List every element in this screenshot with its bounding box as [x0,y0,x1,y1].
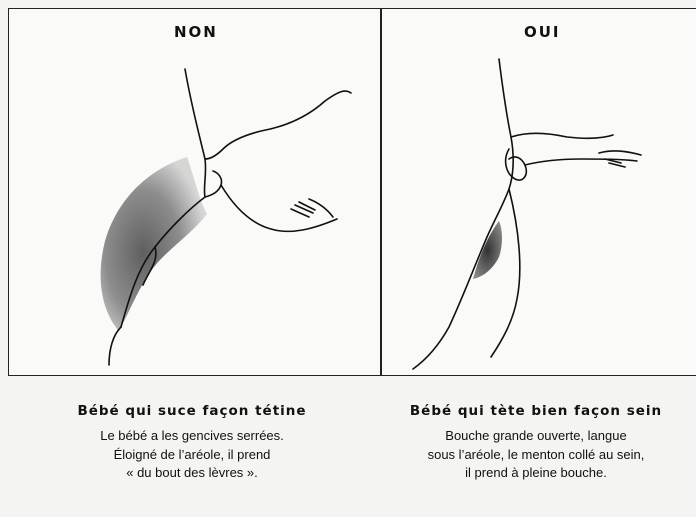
caption-line: il prend à pleine bouche. [376,464,696,483]
caption-incorrect: Bébé qui suce façon tétine Le bébé a les… [20,403,364,483]
caption-body-incorrect: Le bébé a les gencives serrées. Éloigné … [20,427,364,483]
breast-shading-right [473,221,502,279]
breastfeeding-drawings [9,9,696,377]
caption-line: Éloigné de l’aréole, il prend [20,446,364,465]
caption-line: Bouche grande ouverte, langue [376,427,696,446]
breast-outline-right [413,59,513,369]
baby-chin-right [491,189,520,357]
baby-eyelashes-left [291,199,333,217]
caption-title-incorrect: Bébé qui suce façon tétine [20,403,364,419]
baby-head-right [511,133,613,138]
caption-line: « du bout des lèvres ». [20,464,364,483]
incorrect-latch-drawing [101,69,351,365]
correct-latch-drawing [413,59,641,369]
breast-shading-left [101,157,207,331]
baby-cheek-left [221,185,337,231]
caption-title-correct: Bébé qui tète bien façon sein [376,403,696,419]
caption-line: Le bébé a les gencives serrées. [20,427,364,446]
baby-mouth-right [506,149,527,180]
baby-lips-left [205,171,222,197]
caption-line: sous l’aréole, le menton collé au sein, [376,446,696,465]
baby-head-left [205,91,351,159]
illustration-frame: NON OUI [8,8,696,376]
caption-correct: Bébé qui tète bien façon sein Bouche gra… [376,403,696,483]
caption-body-correct: Bouche grande ouverte, langue sous l’aré… [376,427,696,483]
